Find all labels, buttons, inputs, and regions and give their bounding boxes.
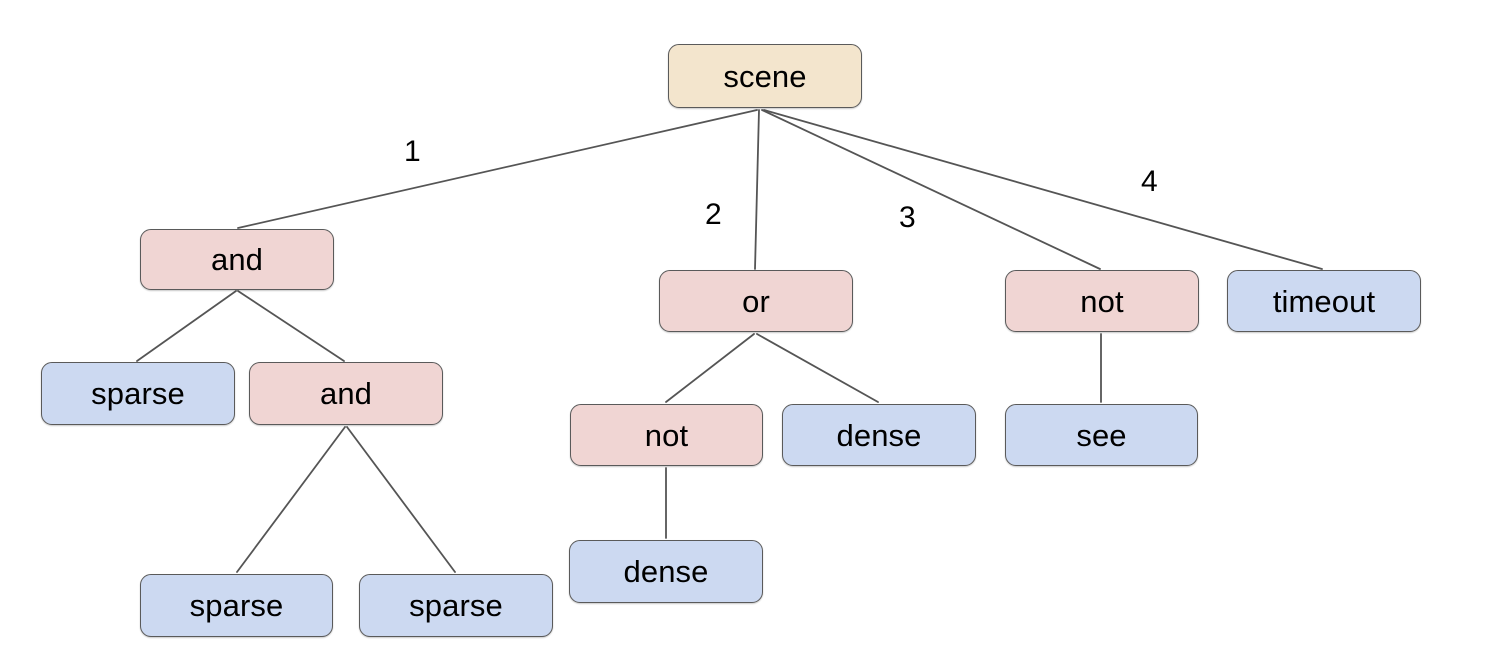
tree-edge-scene-to-and1 — [237, 109, 758, 229]
tree-edge-or1-to-dense1 — [756, 333, 879, 403]
tree-node-and2[interactable]: and — [249, 362, 443, 425]
tree-node-scene[interactable]: scene — [668, 44, 862, 108]
tree-edge-and2-to-sparse3 — [346, 426, 456, 573]
tree-node-label: timeout — [1272, 283, 1376, 319]
tree-node-label: see — [1076, 417, 1127, 453]
tree-node-label: not — [644, 417, 689, 453]
tree-node-label: scene — [723, 58, 807, 94]
tree-node-sparse1[interactable]: sparse — [41, 362, 235, 425]
tree-node-or1[interactable]: or — [659, 270, 853, 332]
tree-edge-and1-to-sparse1 — [136, 290, 237, 362]
tree-edge-and1-to-and2 — [237, 290, 345, 362]
edge-label-3: 3 — [899, 201, 916, 234]
edge-label-1: 1 — [404, 135, 421, 168]
tree-edge-and2-to-sparse2 — [236, 426, 346, 573]
tree-edge-scene-to-or1 — [754, 109, 760, 270]
tree-node-label: sparse — [409, 588, 503, 623]
edge-label-4: 4 — [1141, 165, 1158, 198]
tree-node-not_r[interactable]: not — [1005, 270, 1199, 332]
tree-node-label: sparse — [91, 376, 185, 411]
tree-node-timeout[interactable]: timeout — [1227, 270, 1421, 332]
tree-node-label: sparse — [189, 588, 284, 623]
tree-node-label: and — [319, 376, 373, 411]
tree-edge-scene-to-timeout — [763, 109, 1323, 270]
tree-node-sparse2[interactable]: sparse — [140, 574, 333, 637]
tree-node-label: dense — [623, 554, 709, 589]
tree-edge-or1-to-not_m — [665, 333, 755, 403]
tree-node-dense1[interactable]: dense — [782, 404, 976, 466]
tree-node-label: or — [742, 283, 770, 319]
tree-node-label: not — [1080, 283, 1124, 319]
tree-node-label: and — [210, 242, 264, 277]
tree-node-label: dense — [836, 417, 922, 453]
tree-node-not_m[interactable]: not — [570, 404, 763, 466]
tree-node-see[interactable]: see — [1005, 404, 1198, 466]
tree-node-sparse3[interactable]: sparse — [359, 574, 553, 637]
tree-node-dense2[interactable]: dense — [569, 540, 763, 603]
edge-label-2: 2 — [705, 198, 722, 231]
tree-node-and1[interactable]: and — [140, 229, 334, 290]
tree-edge-scene-to-not_r — [761, 109, 1101, 270]
